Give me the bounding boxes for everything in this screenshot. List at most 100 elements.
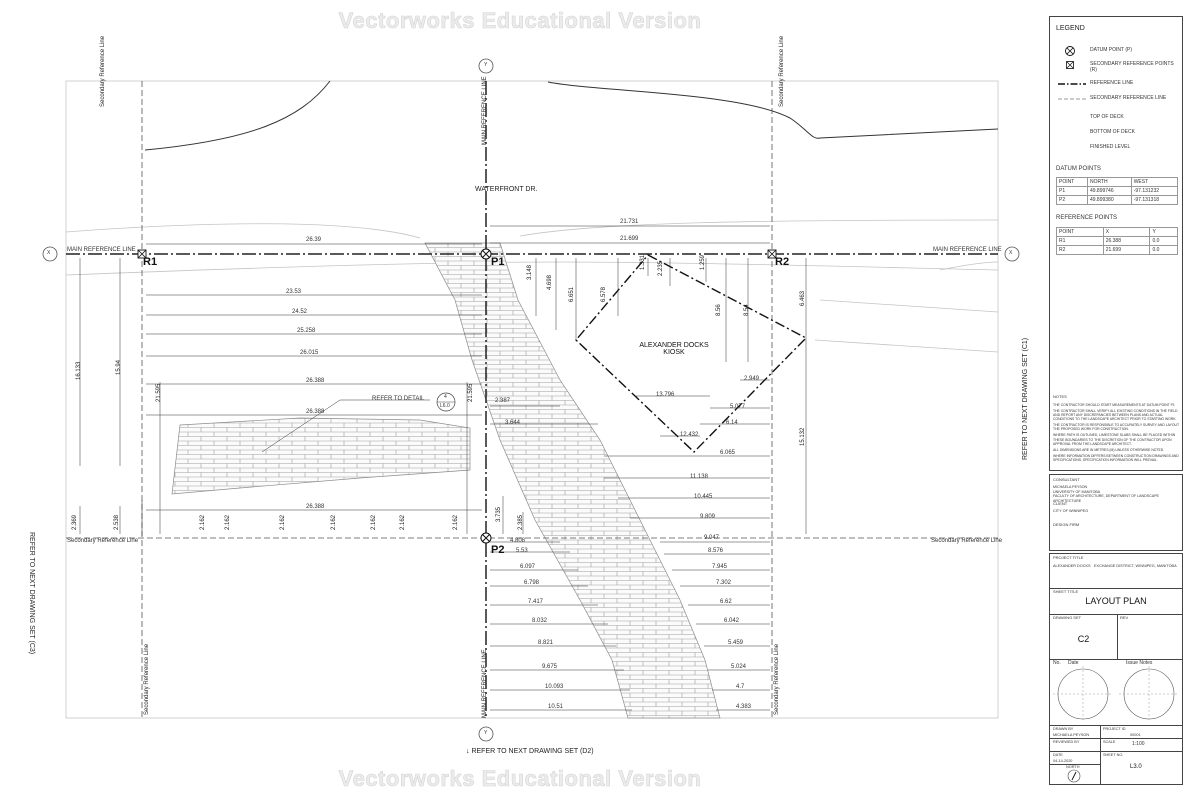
dim-label: 3.735 — [496, 506, 502, 522]
note-item: THE CONTRACTOR IS RESPONSIBLE TO ACCURAT… — [1053, 423, 1179, 432]
notes-title: NOTES — [1053, 394, 1067, 399]
kiosk-label: ALEXANDER DOCKS KIOSK — [630, 342, 718, 356]
secondary-reference-line-label-right: Secondary Reference Line — [931, 538, 1003, 544]
table-row: P2 49.899380 -97.131318 — [1056, 195, 1179, 205]
dim-label: 6.651 — [569, 286, 575, 302]
secondary-reference-line-icon — [1058, 98, 1086, 100]
consultant-info: MICHAELA PEYSON UNIVERSITY OF MANITOBA F… — [1053, 485, 1182, 504]
refer-next-set-bottom-link[interactable]: ↓ REFER TO NEXT DRAWING SET (D2) — [466, 748, 594, 755]
dim-label: 6.065 — [720, 450, 736, 456]
watermark-top: Vectorworks Educational Version — [338, 8, 702, 34]
datum-point-p2-icon — [480, 532, 492, 544]
client-value: CITY OF WINNIPEG — [1053, 509, 1089, 513]
dim-label: 15.94 — [116, 359, 122, 375]
table-cell: 49.899380 — [1086, 195, 1132, 205]
sheet-no-value: L3.0 — [1130, 764, 1142, 770]
table-cell: 49.899746 — [1086, 186, 1132, 196]
legend-item-label: SECONDARY REFERENCE POINTS (R) — [1090, 61, 1174, 73]
legend-title: LEGEND — [1056, 25, 1085, 32]
axis-x-label-right: X — [1009, 250, 1013, 256]
refer-next-set-left-link[interactable]: REFER TO NEXT DRAWING SET (C3) — [28, 532, 35, 655]
dim-label: 10.093 — [545, 684, 564, 690]
scale-label: SCALE — [1103, 740, 1116, 744]
rev-label: REV — [1120, 615, 1129, 620]
project-id-label: PROJECT ID — [1103, 727, 1126, 731]
arrow-down-icon: ↓ — [466, 748, 472, 755]
dim-label: 6.463 — [800, 290, 806, 306]
dim-label: 12.432 — [680, 432, 699, 438]
legend-panel: LEGEND DATUM POINT (P) SECONDARY REFEREN… — [1049, 16, 1183, 471]
sheet-title-label: SHEET TITLE — [1053, 589, 1079, 594]
consultant-line: FACULTY OF ARCHITECTURE, DEPARTMENT OF L… — [1053, 494, 1159, 504]
dim-label: 2.949 — [744, 376, 760, 382]
main-reference-line-label-bottom: MAIN REFERENCE LINE — [482, 649, 488, 718]
dim-label: 13.796 — [656, 392, 675, 398]
dim-label: 9.047 — [704, 535, 720, 541]
legend-item-label: TOP OF DECK — [1090, 114, 1124, 120]
secondary-reference-point-icon — [1066, 61, 1074, 69]
table-row: POINT X Y — [1056, 227, 1178, 237]
table-cell: 21.699 — [1102, 245, 1151, 255]
dim-label: 26.388 — [306, 378, 325, 384]
dim-label: 7.945 — [712, 564, 728, 570]
legend-item-label: BOTTOM OF DECK — [1090, 129, 1135, 135]
dim-label: 7.302 — [716, 580, 732, 586]
table-cell: P2 — [1056, 195, 1088, 205]
dim-label: 3.148 — [527, 264, 533, 280]
street-label: WATERFRONT DR. — [475, 186, 538, 193]
table-cell: 0.0 — [1149, 245, 1178, 255]
dim-label: 1.259 — [700, 254, 706, 270]
dim-label: 7.417 — [528, 599, 544, 605]
dim-label: 2.162 — [331, 514, 337, 530]
reference-points-title: REFERENCE POINTS — [1056, 215, 1118, 221]
note-item: ALL DIMENSIONS ARE IN METRES (M) UNLESS … — [1053, 447, 1165, 452]
datum-points-table: POINT NORTH WEST P1 49.899746 -97.131232… — [1056, 177, 1179, 205]
table-cell: R2 — [1056, 245, 1104, 255]
drawing-set-label: DRAWING SET — [1053, 615, 1082, 620]
project-title-value: ALEXANDER DOCKS — [1053, 564, 1091, 568]
legend-item-label: SECONDARY REFERENCE LINE — [1090, 95, 1167, 101]
note-item: THE CONTRACTOR SHOULD START MEASUREMENTS… — [1053, 403, 1175, 407]
dim-label: 2.385 — [518, 514, 524, 530]
refer-next-set-right-link[interactable]: REFER TO NEXT DRAWING SET (C1) — [1022, 337, 1029, 460]
layout-plan-drawing — [42, 58, 1020, 742]
secondary-reference-line-label-r1-top: Secondary Reference Line — [100, 35, 106, 107]
legend-item-label: DATUM POINT (P) — [1090, 47, 1133, 53]
dim-label: 4.808 — [510, 538, 526, 544]
issue-circles-graphic — [1053, 666, 1179, 722]
dim-label: 3.644 — [505, 420, 521, 426]
north-arrow-icon — [1067, 769, 1081, 783]
detail-callout-marker — [436, 392, 456, 412]
drawing-set-value: C2 — [1077, 634, 1090, 644]
datum-point-p2-label: P2 — [491, 544, 505, 556]
dim-label: 5.077 — [730, 404, 746, 410]
table-header-cell: X — [1102, 227, 1151, 237]
dim-label: 8.54 — [744, 304, 750, 316]
kiosk-label-line1: ALEXANDER DOCKS — [639, 342, 709, 349]
project-title-label: PROJECT TITLE — [1053, 555, 1084, 560]
dim-label: 6.578 — [601, 286, 607, 302]
client-label: CLIENT — [1053, 501, 1068, 506]
consultant-block: CONSULTANT MICHAELA PEYSON UNIVERSITY OF… — [1049, 474, 1183, 551]
note-item: THE CONTRACTOR SHALL VERIFY ALL EXISTING… — [1053, 409, 1178, 422]
dim-label: 21.595 — [468, 383, 474, 402]
notes-list: THE CONTRACTOR SHOULD START MEASUREMENTS… — [1053, 403, 1181, 464]
dim-label: 2.162 — [200, 514, 206, 530]
legend-item-label: FINISHED LEVEL — [1090, 144, 1131, 150]
refer-next-set-bottom-text: REFER TO NEXT DRAWING SET (D2) — [471, 748, 594, 755]
main-reference-line-label-top: MAIN REFERENCE LINE — [482, 76, 488, 145]
table-cell: -97.131232 — [1130, 186, 1179, 196]
datum-point-p1-icon — [480, 248, 492, 260]
sheet-no-label: SHEET NO. — [1103, 753, 1124, 757]
main-reference-line-label-left: MAIN REFERENCE LINE — [67, 247, 136, 253]
table-header-cell: NORTH — [1086, 177, 1132, 187]
project-id-value: 00001 — [1130, 733, 1141, 737]
reference-point-r2-icon — [767, 249, 777, 259]
dim-label: 26.388 — [306, 504, 325, 510]
note-item: WHERE PATH IS OUTLINED, LIMESTONE SLABS … — [1053, 433, 1176, 446]
note-item: WHERE INFORMATION DIFFERS BETWEEN CONSTR… — [1053, 453, 1179, 462]
table-header-cell: POINT — [1056, 227, 1104, 237]
dim-label: 2.162 — [371, 514, 377, 530]
consultant-label: CONSULTANT — [1053, 477, 1080, 482]
table-header-cell: Y — [1149, 227, 1178, 237]
